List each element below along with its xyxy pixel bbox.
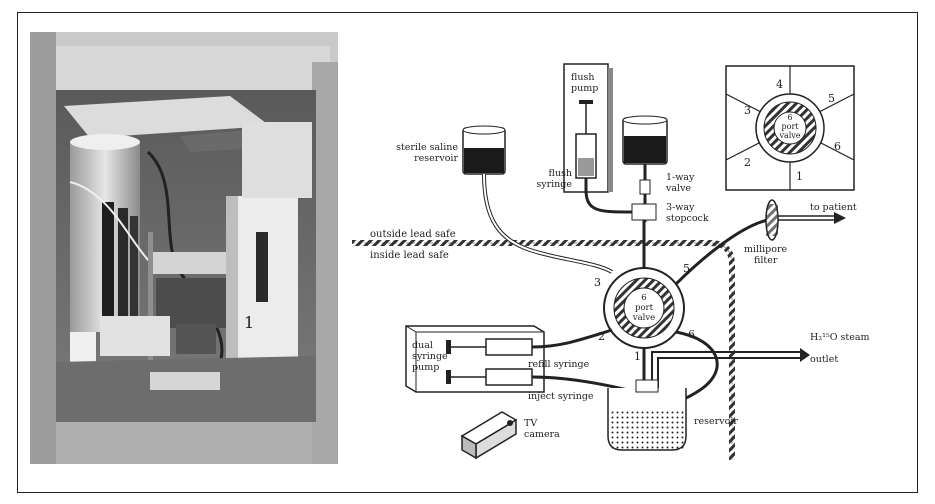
reservoir-label: reservoir: [694, 416, 738, 427]
valve-label-1: 6: [641, 293, 646, 303]
schematic-drawing: outside lead safe inside lead safe steri…: [352, 63, 870, 460]
valve-label-2: port: [635, 303, 654, 313]
one-way-valve-label-2: valve: [665, 183, 691, 194]
outlet-label: outlet: [810, 354, 838, 365]
millipore-filter: [765, 199, 779, 241]
main-port-6: 6: [688, 328, 695, 341]
flush-pump: [563, 63, 613, 193]
inset-port-4: 4: [776, 78, 783, 91]
inject-syringe-label: inject syringe: [528, 391, 594, 402]
dual-pump-label-2: syringe: [412, 351, 448, 362]
equipment-photo-drawing: 1: [30, 32, 338, 464]
inset-valve-label-3: valve: [778, 131, 800, 140]
flush-pump-label-1: flush: [571, 72, 594, 83]
millipore-filter-label-1: millipore: [744, 244, 788, 255]
inset-port-1: 1: [796, 170, 803, 183]
flush-pump-label-2: pump: [571, 83, 598, 94]
to-patient-label: to patient: [810, 202, 857, 213]
main-port-3: 3: [594, 276, 601, 289]
one-way-valve: [639, 179, 651, 195]
inset-valve-label-1: 6: [787, 113, 792, 122]
flush-syringe-label-2: syringe: [536, 179, 572, 190]
h2o-steam-label: H₂¹⁵O steam: [810, 332, 870, 343]
three-way-stopcock-label-2: stopcock: [666, 213, 709, 224]
main-port-5: 5: [683, 262, 690, 275]
flush-reservoir-bottle: [622, 115, 668, 165]
sterile-saline-reservoir: [462, 125, 506, 175]
refill-syringe-label: refill syringe: [528, 359, 590, 370]
three-way-stopcock: [631, 203, 657, 221]
inset-port-3: 3: [744, 104, 751, 117]
photo-marker: 1: [244, 313, 254, 332]
inset-port-6: 6: [834, 140, 841, 153]
lead-safe-boundary: [352, 240, 735, 460]
inset-port-5: 5: [828, 92, 835, 105]
tv-camera-label-1: TV: [524, 418, 537, 429]
flush-syringe-label-1: flush: [549, 168, 572, 179]
reservoir-vessel: [607, 379, 687, 451]
outside-lead-safe-label: outside lead safe: [370, 229, 456, 240]
main-port-2: 2: [598, 330, 605, 343]
tv-camera-label-2: camera: [524, 429, 560, 440]
valve-label-3: valve: [632, 313, 655, 323]
dual-pump-label-3: pump: [412, 362, 439, 373]
one-way-valve-label-1: 1-way: [666, 172, 695, 183]
valve-inset: [725, 65, 855, 191]
millipore-filter-label-2: filter: [754, 255, 778, 266]
inside-lead-safe-label: inside lead safe: [370, 250, 449, 261]
inset-port-2: 2: [744, 156, 751, 169]
tv-camera: [460, 411, 518, 460]
inset-valve-label-2: port: [782, 122, 800, 131]
sterile-saline-label-1: sterile saline: [396, 142, 458, 153]
six-port-valve: [603, 267, 685, 349]
sterile-saline-label-2: reservoir: [414, 153, 458, 164]
schematic-diagram: outside lead safe inside lead safe steri…: [340, 40, 910, 480]
three-way-stopcock-label-1: 3-way: [666, 202, 695, 213]
equipment-photo: 1: [30, 32, 338, 464]
main-port-1: 1: [634, 350, 641, 363]
dual-pump-label-1: dual: [412, 340, 433, 351]
